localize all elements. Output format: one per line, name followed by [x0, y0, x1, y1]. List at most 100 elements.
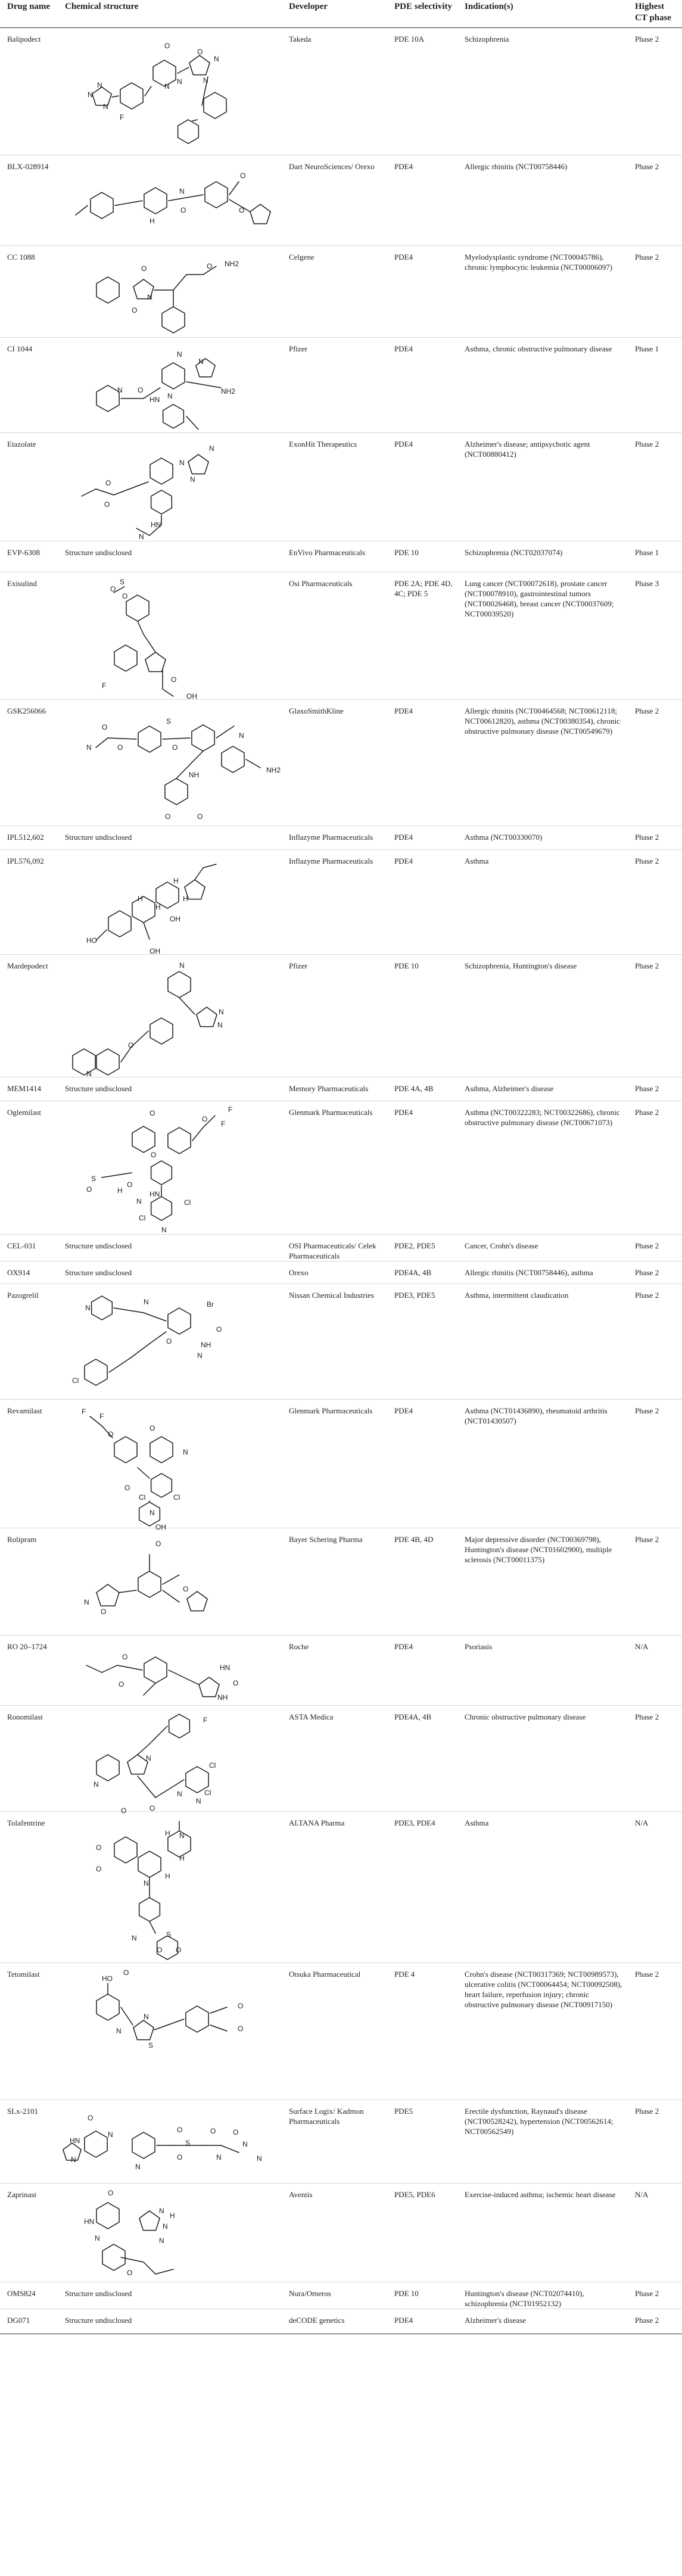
atom-label: N [132, 1934, 137, 1942]
atom-label: F [228, 1105, 232, 1114]
col-header-indications: Indication(s) [457, 0, 628, 28]
ring-bond [96, 1584, 120, 1606]
ring-bond [195, 358, 216, 378]
ring-bond [204, 181, 228, 208]
drug-name-cell: CI 1044 [0, 337, 58, 433]
highest-ct-phase-cell: N/A [628, 1811, 682, 1963]
structure-undisclosed-text: Structure undisclosed [65, 2289, 132, 2298]
developer-cell: deCODE genetics [282, 2309, 387, 2334]
structure-undisclosed-text: Structure undisclosed [65, 1241, 132, 1250]
bond-line [203, 266, 217, 275]
atom-label: N [179, 961, 185, 970]
atom-label: O [233, 2128, 238, 2136]
atom-label: N [71, 2156, 76, 2164]
bond-line [229, 181, 239, 195]
developer-cell: Osi Pharmaceuticals [282, 572, 387, 700]
ring-bond [108, 910, 132, 937]
atom-label: O [104, 500, 110, 509]
atom-label: N [144, 1879, 149, 1887]
bond-line [154, 2019, 185, 2030]
drug-name-cell: MEM1414 [0, 1077, 58, 1101]
ring-bond [196, 1007, 217, 1027]
atom-label: F [221, 1120, 225, 1128]
pde-selectivity-cell: PDE 10 [387, 954, 457, 1077]
ring-bond [92, 86, 112, 106]
ring-bond [84, 1359, 108, 1386]
atom-label: S [185, 2139, 190, 2147]
atom-label: O [151, 1151, 156, 1159]
atom-label: O [177, 2126, 182, 2134]
developer-cell: Takeda [282, 27, 387, 155]
atom-label: N [242, 2140, 248, 2148]
bond-line [117, 1665, 143, 1671]
atom-label: NH [189, 771, 199, 779]
indications-cell: Exercise-induced asthma; ischemic heart … [457, 2183, 628, 2282]
ring-bond [138, 725, 161, 753]
ring-bond [90, 192, 114, 219]
atom-label: N [139, 532, 144, 541]
atom-label: N [179, 1831, 185, 1840]
atom-label: O [210, 2127, 216, 2135]
ring-bond [168, 1714, 191, 1739]
drug-name-cell: Ronomilast [0, 1705, 58, 1812]
developer-cell: Surface Logix/ Kadmon Pharmaceuticals [282, 2100, 387, 2183]
ring-bond [132, 1126, 155, 1153]
bond-line [203, 864, 217, 868]
pde-selectivity-cell: PDE4 [387, 2309, 457, 2334]
chemical-structure-cell: Structure undisclosed [58, 1077, 282, 1101]
pde-selectivity-cell: PDE 10A [387, 27, 457, 155]
atom-label: O [172, 743, 177, 752]
bond-line [95, 929, 107, 941]
atom-label: O [207, 262, 212, 270]
bond-line [143, 634, 156, 653]
atom-label: O [157, 1946, 162, 1954]
atom-label: N [163, 2222, 168, 2231]
atom-label: O [240, 172, 245, 180]
atom-label: O [108, 2189, 113, 2197]
ring-bond [186, 1591, 208, 1612]
bond-line [81, 488, 96, 497]
atom-label: NH2 [225, 260, 239, 268]
atom-label: O [128, 1041, 133, 1049]
bond-line [113, 481, 149, 496]
atom-label: HO [102, 1974, 113, 1983]
ring-bond [144, 187, 167, 214]
bond-line [216, 725, 235, 739]
atom-label: H [165, 1829, 170, 1837]
pde-selectivity-cell: PDE 2A; PDE 4D, 4C; PDE 5 [387, 572, 457, 700]
chemical-structure-cell: Structure undisclosed [58, 541, 282, 572]
ring-bond [127, 1754, 148, 1775]
table-header-row: Drug name Chemical structure Developer P… [0, 0, 682, 28]
col-header-drug-name: Drug name [0, 0, 58, 28]
atom-label: O [108, 1430, 113, 1438]
atom-label: O [119, 1680, 124, 1689]
drug-name-cell: Rolipram [0, 1528, 58, 1636]
ring-bond [167, 1307, 191, 1335]
atom-label: O [150, 1424, 155, 1432]
bond-line [186, 416, 199, 430]
developer-cell: ASTA Medica [282, 1705, 387, 1812]
atom-label: O [183, 1585, 188, 1593]
indications-cell: Asthma [457, 849, 628, 955]
atom-label: H [155, 903, 161, 911]
pde-selectivity-cell: PDE 4B, 4D [387, 1528, 457, 1636]
structure-undisclosed-text: Structure undisclosed [65, 1268, 132, 1277]
indications-cell: Erectile dysfunction, Raynaud's disease … [457, 2100, 628, 2183]
atom-label: O [127, 2269, 132, 2277]
atom-label: O [88, 2114, 93, 2122]
highest-ct-phase-cell: Phase 2 [628, 826, 682, 850]
highest-ct-phase-cell: Phase 2 [628, 432, 682, 541]
atom-label: O [216, 1325, 222, 1334]
